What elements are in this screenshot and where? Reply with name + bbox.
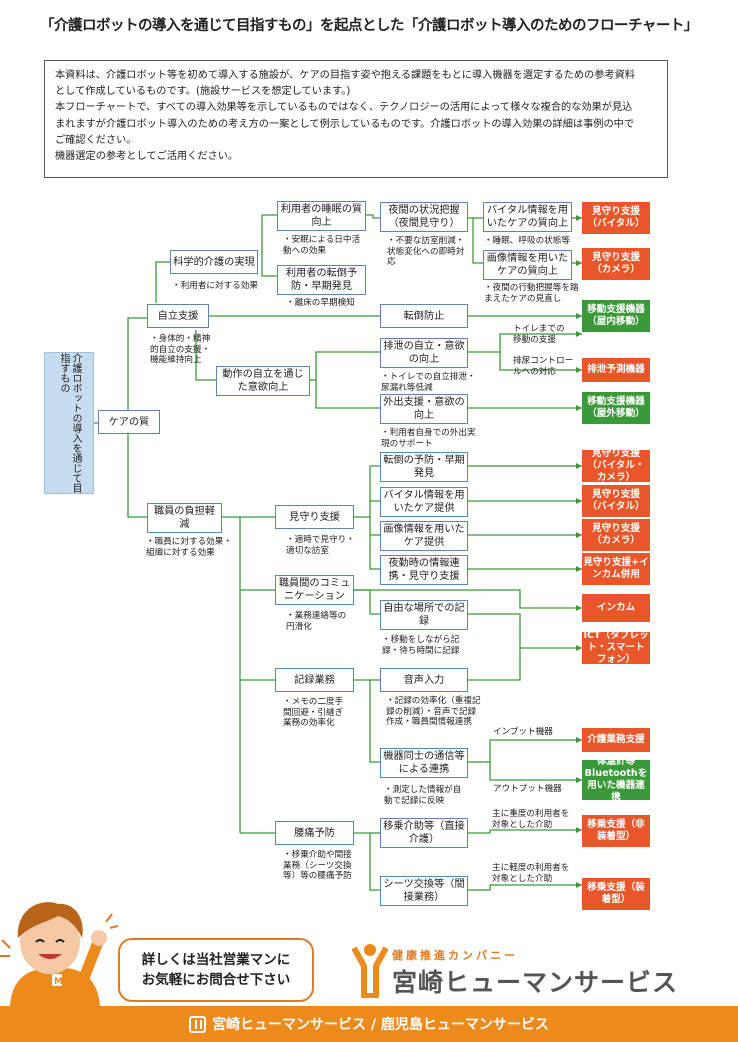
result-ict: ICT（タブレット・スマートフォン） (582, 630, 650, 665)
node-fall-prediction: 利用者の転倒予防・早期発見 (277, 265, 366, 295)
node-back-pain: 腰痛予防 (275, 821, 354, 845)
node-night-link: 夜勤時の情報連携・見守り支援 (380, 555, 468, 585)
result-watch-camera-2: 見守り支援（カメラ） (582, 519, 650, 551)
note: アウトプット機器 (493, 784, 562, 794)
note: ・業務連絡等の円滑化 (286, 611, 347, 632)
note: インプット機器 (493, 727, 553, 737)
result-mobility-outdoor: 移動支援機器（屋外移動） (582, 392, 650, 424)
intro-line: 本資料は、介護ロボット等を初めて導入する施設が、ケアの目指す姿や抱える課題をもと… (55, 70, 635, 81)
brand-tagline: 健康推進カンパニー (392, 949, 518, 962)
result-watch-camera: 見守り支援（カメラ） (582, 248, 650, 280)
result-watch-vital: 見守り支援（バイタル） (582, 202, 650, 234)
result-excretion-predictor: 排泄予測機器 (582, 358, 650, 382)
node-free-record: 自由な場所での記録 (380, 600, 468, 630)
node-sheet-change: シーツ交換等（間接業務） (380, 876, 468, 906)
note: 主に軽度の利用者を対象とした介助 (492, 863, 570, 884)
result-transfer-wearable: 移乗支援（装着型） (582, 878, 650, 910)
result-watch-intercom: 見守り支援+インカム併用 (582, 553, 650, 585)
node-scientific-care: 科学的介護の実現 (170, 250, 258, 274)
node-sleep-quality: 利用者の睡眠の質向上 (277, 201, 366, 231)
bubble-line: 詳しくは当社営業マンに (141, 952, 291, 968)
result-care-work-support: 介護業務支援 (582, 728, 650, 752)
note: ・不要な訪室削減・状態変化への即時対応 (387, 236, 465, 268)
node-excretion-motivation: 排泄の自立・意欲の向上 (380, 338, 468, 368)
note: ・記録の効率化（重複記録の削減）・音声で記録作成・職員間情報連携 (386, 696, 481, 728)
node-night-monitoring: 夜間の状況把握（夜間見守り） (380, 202, 468, 232)
note: ・睡眠、呼吸の状態等 (484, 236, 570, 246)
svg-text:M: M (54, 977, 63, 987)
node-fall-prevention: 転倒防止 (380, 304, 468, 328)
intro-line: まれますが介護ロボット導入のための考え方の一案として例示しているものです。介護ロ… (55, 118, 635, 130)
footer-text: 宮崎ヒューマンサービス / 鹿児島ヒューマンサービス (212, 1017, 549, 1033)
intro-box: 本資料は、介護ロボット等を初めて導入する施設が、ケアの目指す姿や抱える課題をもと… (44, 60, 668, 178)
note: ・利用者に対する効果 (172, 281, 258, 291)
root-goal: 介護ロボットの導入を通じて目指すもの (44, 352, 94, 494)
result-watch-vital-2: 見守り支援（バイタル） (582, 485, 650, 517)
note: ・トイレでの自立排泄・尿漏れ等低減 (381, 372, 476, 393)
node-staff-comm: 職員間のコミュニケーション (275, 575, 354, 605)
note: ・職員に対する効果・組織に対する効果 (146, 537, 232, 558)
node-motion-motivation: 動作の自立を通じた意欲向上 (216, 366, 310, 396)
result-watch-vital-camera: 見守り支援（バイタル・カメラ） (582, 448, 650, 483)
note: ・身体的・精神的自立の支援・機能維持向上 (150, 334, 211, 366)
note: 排尿コントロールへの対応 (513, 356, 574, 377)
node-transfer-direct: 移乗介助等（直接介護） (380, 818, 468, 848)
intro-line: ご確認ください。 (55, 134, 137, 146)
note: ・移動をしながら記録・待ち時間に記録 (382, 635, 460, 656)
result-bluetooth-link: 体温計等Bluetoothを用いた機器連携 (582, 756, 650, 803)
node-records: 記録業務 (275, 668, 354, 692)
node-independence: 自立支援 (147, 304, 209, 328)
result-mobility-indoor: 移動支援機器（屋内移動） (582, 300, 650, 332)
note: ・夜間の行動把握等を踏まえたケアの見直し (484, 283, 579, 304)
note: トイレまでの移動の支援 (513, 324, 565, 345)
result-intercom: インカム (582, 594, 650, 622)
brand-name: 宮崎ヒューマンサービス (392, 968, 679, 997)
company-logo-icon (189, 1015, 207, 1033)
note: ・利用者自身での外出実現のサポート (381, 428, 476, 449)
note: ・移乗介助や間接業務（シーツ交換等）等の腰痛予防 (283, 850, 352, 882)
note: ・安眠による日中活動への効果 (283, 235, 361, 256)
page-title: 「介護ロボットの導入を通じて目指すもの」を起点とした「介護ロボット導入のためのフ… (40, 18, 698, 34)
node-image-provide: 画像情報を用いたケア提供 (380, 521, 468, 551)
node-care-quality: ケアの質 (98, 410, 160, 434)
note: ・測定した情報が自動で記録に反映 (384, 785, 462, 806)
intro-line: として作成しているものです。(施設サービスを想定しています。) (55, 86, 351, 98)
note: 主に重度の利用者を対象とした介助 (492, 809, 570, 830)
contact-bubble: 詳しくは当社営業マンに お気軽にお問合せ下さい (118, 938, 314, 1002)
brand-figure-icon (352, 944, 388, 998)
node-outing-motivation: 外出支援・意欲の向上 (380, 394, 468, 424)
bubble-line: お気軽にお問合せ下さい (141, 972, 291, 988)
note: ・離床の早期検知 (286, 298, 355, 308)
node-vital-provide: バイタル情報を用いたケア提供 (380, 487, 468, 517)
node-voice-input: 音声入力 (380, 668, 468, 692)
node-fall-early: 転倒の予防・早期発見 (380, 452, 468, 482)
node-device-link: 機器同士の通信等による連携 (380, 748, 468, 778)
intro-line: 機器選定の参考としてご活用ください。 (55, 151, 239, 163)
mascot-icon: M (0, 902, 118, 1006)
intro-line: 本フローチャートで、すべての導入効果等を示しているものではなく、テクノロジーの活… (55, 102, 633, 114)
note: ・メモの二度手間回避・引継ぎ業務の効率化 (283, 697, 344, 729)
result-transfer-nonwearable: 移乗支援（非装着型） (582, 815, 650, 847)
node-staff-burden: 職員の負担軽減 (147, 503, 222, 533)
node-vital-care: バイタル情報を用いたケアの質向上 (483, 202, 572, 232)
note: ・適時で見守り・適切な訪室 (286, 535, 355, 556)
footer-bar: 宮崎ヒューマンサービス / 鹿児島ヒューマンサービス (0, 1006, 738, 1042)
node-image-care: 画像情報を用いたケアの質向上 (483, 250, 572, 280)
node-watch-support: 見守り支援 (275, 505, 354, 529)
